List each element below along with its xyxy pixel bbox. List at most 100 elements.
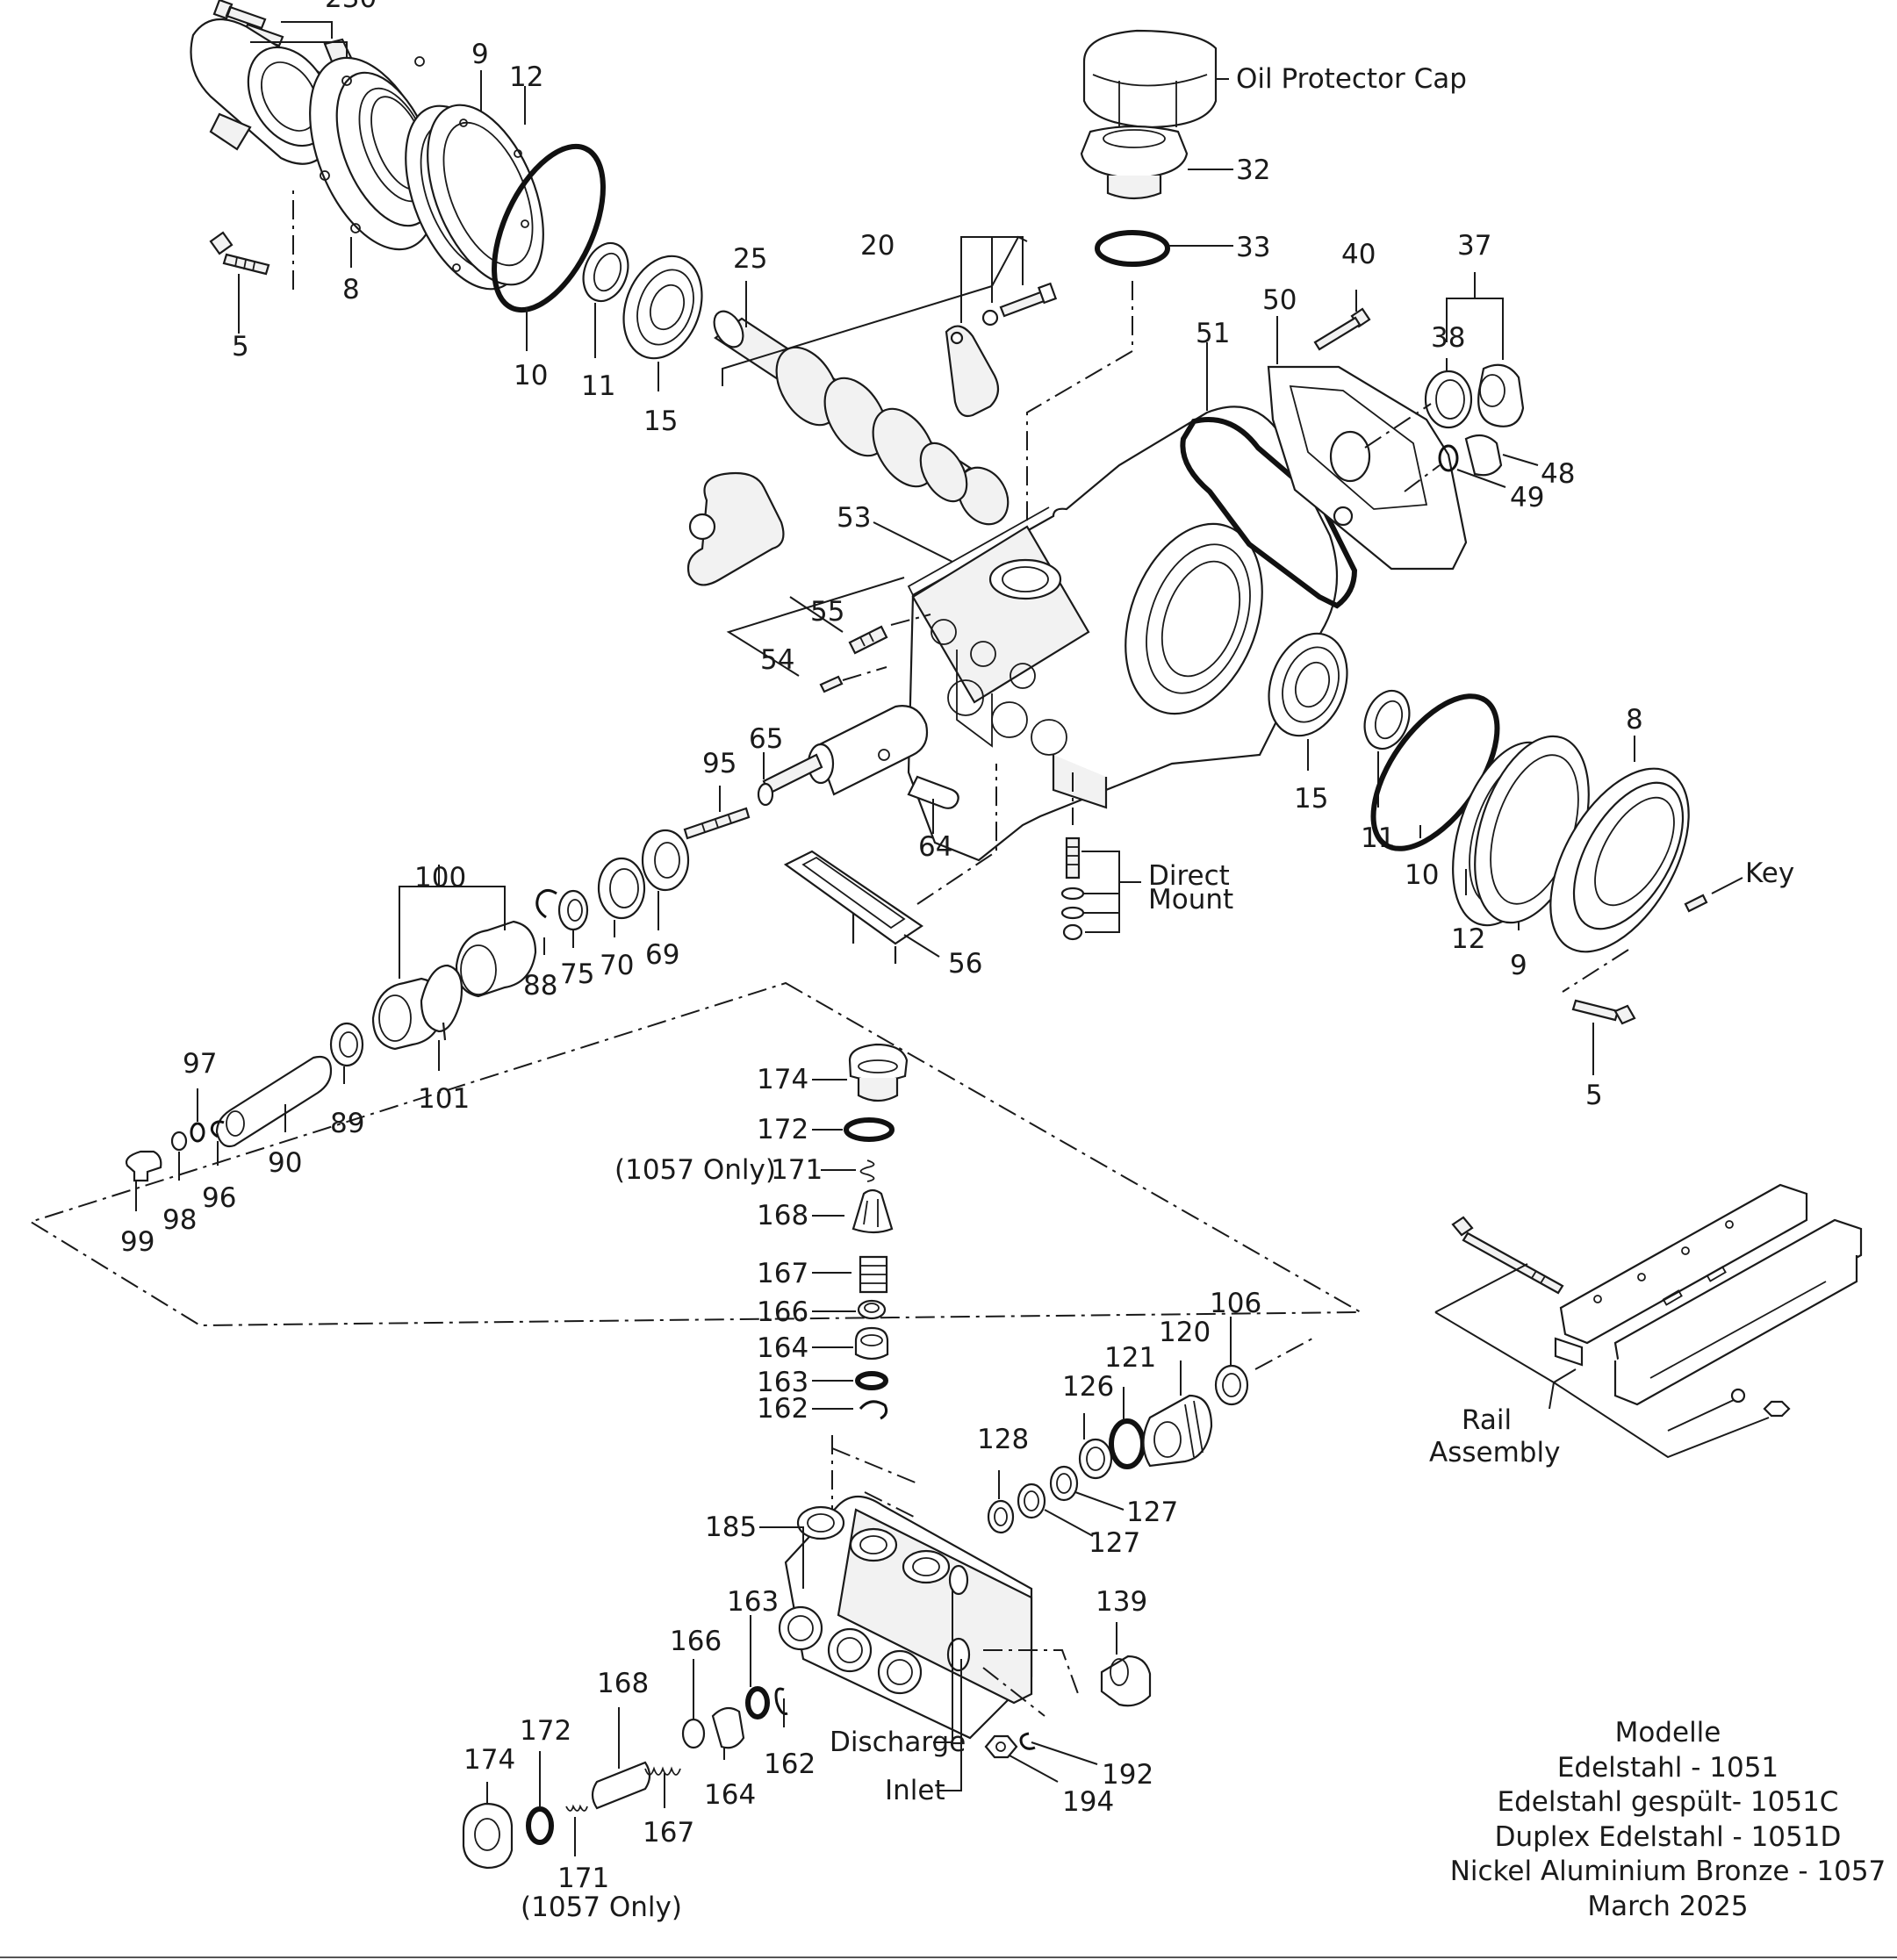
bearing-cover-right-group: 15 11 10 12 9 8 Key 5 [1268,632,1794,1111]
part-number-38: 38 [1431,322,1465,354]
part-number-9-left: 9 [471,39,489,70]
oil-protector-cap-label: Oil Protector Cap [1236,63,1467,95]
direct-mount-group: Direct Mount [1060,772,1233,941]
part-number-127-upper: 127 [1126,1497,1178,1528]
part-number-75: 75 [560,958,594,990]
part-number-98: 98 [162,1204,197,1236]
part-number-126: 126 [1062,1371,1114,1403]
part-number-15-left: 15 [643,406,678,437]
part-number-172-top: 172 [757,1114,808,1145]
model-item: Edelstahl gespült- 1051C [1497,1786,1839,1818]
model-item: Edelstahl - 1051 [1556,1751,1779,1784]
oil-cap-group: Oil Protector Cap 32 33 [1026,29,1467,571]
part-number-90: 90 [268,1147,302,1179]
direct-mount-label-1: Direct [1148,860,1230,892]
part-number-171-top: 171 [771,1154,823,1186]
part-number-194: 194 [1062,1786,1114,1818]
valve-section-boundary [28,981,1364,1327]
only-1057-label-bottom: (1057 Only) [521,1892,682,1923]
part-number-185: 185 [705,1511,757,1543]
part-number-162-top: 162 [757,1393,808,1425]
part-number-99: 99 [120,1226,154,1258]
part-number-10-right: 10 [1405,859,1439,891]
part-number-25: 25 [733,243,767,275]
part-number-56: 56 [948,948,982,980]
part-number-53: 53 [837,502,871,534]
part-number-163-bottom: 163 [727,1586,779,1618]
part-number-33: 33 [1236,232,1270,263]
part-number-164-bottom: 164 [704,1779,756,1811]
part-number-172-bottom: 172 [520,1715,571,1747]
part-number-65: 65 [749,723,783,755]
part-number-167-bottom: 167 [643,1817,694,1849]
part-number-174-top: 174 [757,1064,808,1095]
rail-assembly-group: Rail Assembly [1429,1183,1863,1468]
part-number-168-top: 168 [757,1200,808,1231]
revision-date: March 2025 [1587,1890,1749,1922]
part-number-97: 97 [183,1048,217,1080]
part-number-163-top: 163 [757,1367,808,1398]
part-number-49: 49 [1510,482,1544,513]
part-number-32: 32 [1236,154,1270,186]
bottom-rule [0,1956,1897,1958]
part-number-48: 48 [1541,458,1575,490]
part-number-121: 121 [1104,1342,1156,1374]
part-number-37: 37 [1457,230,1491,262]
models-heading: Modelle [1614,1717,1721,1748]
part-number-69: 69 [645,939,679,971]
part-number-230: 230 [325,0,377,14]
part-number-20: 20 [860,230,895,262]
plunger-group: 65 64 95 56 69 70 75 88 [120,705,997,1258]
inlet-valve-stack: 174 172 171 (1057 Only) 168 167 166 164 … [462,1586,816,1923]
part-number-8-right: 8 [1626,704,1643,736]
part-number-40: 40 [1341,239,1376,270]
part-number-5-right: 5 [1585,1080,1603,1111]
packing-group: 128 127 127 126 121 120 106 [977,1288,1313,1559]
part-number-70: 70 [600,950,634,981]
part-number-101: 101 [418,1083,470,1115]
discharge-valve-stack: 174 172 (1057 Only) 171 168 167 166 164 … [614,1043,918,1576]
part-number-5-top: 5 [232,331,249,363]
crankcase-group: 53 55 54 [726,406,1339,862]
part-number-168-bottom: 168 [597,1668,649,1699]
part-number-11-left: 11 [581,370,615,402]
key-label: Key [1745,858,1794,889]
part-number-192: 192 [1102,1759,1153,1791]
part-number-166-top: 166 [757,1296,808,1328]
model-item: Duplex Edelstahl - 1051D [1494,1820,1842,1853]
rail-assembly-label-1: Rail [1462,1404,1512,1436]
models-legend: Modelle Edelstahl - 1051 Edelstahl gespü… [1440,1716,1896,1924]
part-number-96: 96 [202,1182,236,1214]
only-1057-label-top: (1057 Only) [614,1154,776,1186]
part-number-167-top: 167 [757,1258,808,1289]
part-number-100: 100 [414,862,466,894]
part-number-174-bottom: 174 [463,1744,515,1776]
rear-cover-group: 51 50 40 37 38 48 49 [1180,230,1575,609]
part-number-54: 54 [760,644,794,676]
crankshaft-group: 25 20 [686,230,1058,586]
inlet-label: Inlet [885,1775,945,1806]
part-number-89: 89 [330,1108,364,1139]
part-number-164-top: 164 [757,1332,808,1364]
part-number-171-bottom: 171 [557,1863,609,1894]
part-number-162-bottom: 162 [764,1748,816,1780]
part-number-10-left: 10 [514,360,548,391]
part-number-50: 50 [1262,284,1297,316]
part-number-9-right: 9 [1510,950,1527,981]
part-number-127-lower: 127 [1089,1527,1140,1559]
part-number-12-right: 12 [1451,923,1485,955]
model-item: Nickel Aluminium Bronze - 1057 [1449,1856,1886,1887]
part-number-8-left: 8 [342,274,360,305]
part-number-128: 128 [977,1424,1029,1455]
part-number-106: 106 [1210,1288,1261,1319]
part-number-55: 55 [810,596,844,628]
part-number-139: 139 [1096,1586,1147,1618]
part-number-15-right: 15 [1294,783,1328,815]
part-number-120: 120 [1159,1317,1211,1348]
part-number-64: 64 [918,831,952,863]
part-number-12-left: 12 [509,61,543,93]
rail-assembly-label-2: Assembly [1429,1437,1560,1468]
part-number-51: 51 [1196,318,1230,349]
manifold-group: 185 Discharge Inlet [705,1495,1081,1806]
